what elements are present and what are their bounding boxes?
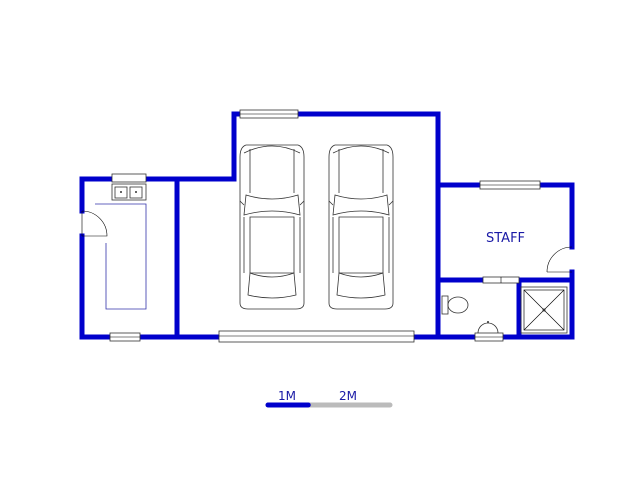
toilet-icon (441, 295, 469, 315)
wall-left-room (79, 176, 237, 340)
windows (109, 109, 541, 342)
car-icon (239, 144, 305, 310)
wall-bathroom (435, 277, 575, 340)
scale-bar: 1M 2M (265, 389, 393, 408)
window-staff-top (479, 180, 541, 190)
walls (79, 111, 575, 340)
scale-label-1m: 1M (278, 389, 296, 403)
window-garage-top (239, 109, 299, 119)
window-bathroom-bottom (474, 332, 504, 342)
car-icon (328, 144, 394, 310)
sink-icon (111, 183, 147, 201)
window-left-bottom (109, 332, 141, 342)
wall-staff-room (435, 182, 575, 340)
kitchen-counter (95, 203, 147, 310)
door-left (81, 210, 108, 237)
door-staff (546, 246, 573, 273)
garage-door (218, 330, 415, 343)
window-left-top (111, 173, 147, 183)
scale-label-2m: 2M (339, 389, 357, 403)
shower-icon (520, 286, 568, 334)
basin-icon (477, 321, 499, 334)
room-label-staff: STAFF (486, 231, 525, 246)
wall-garage (231, 111, 441, 340)
door-bathroom (482, 276, 520, 284)
